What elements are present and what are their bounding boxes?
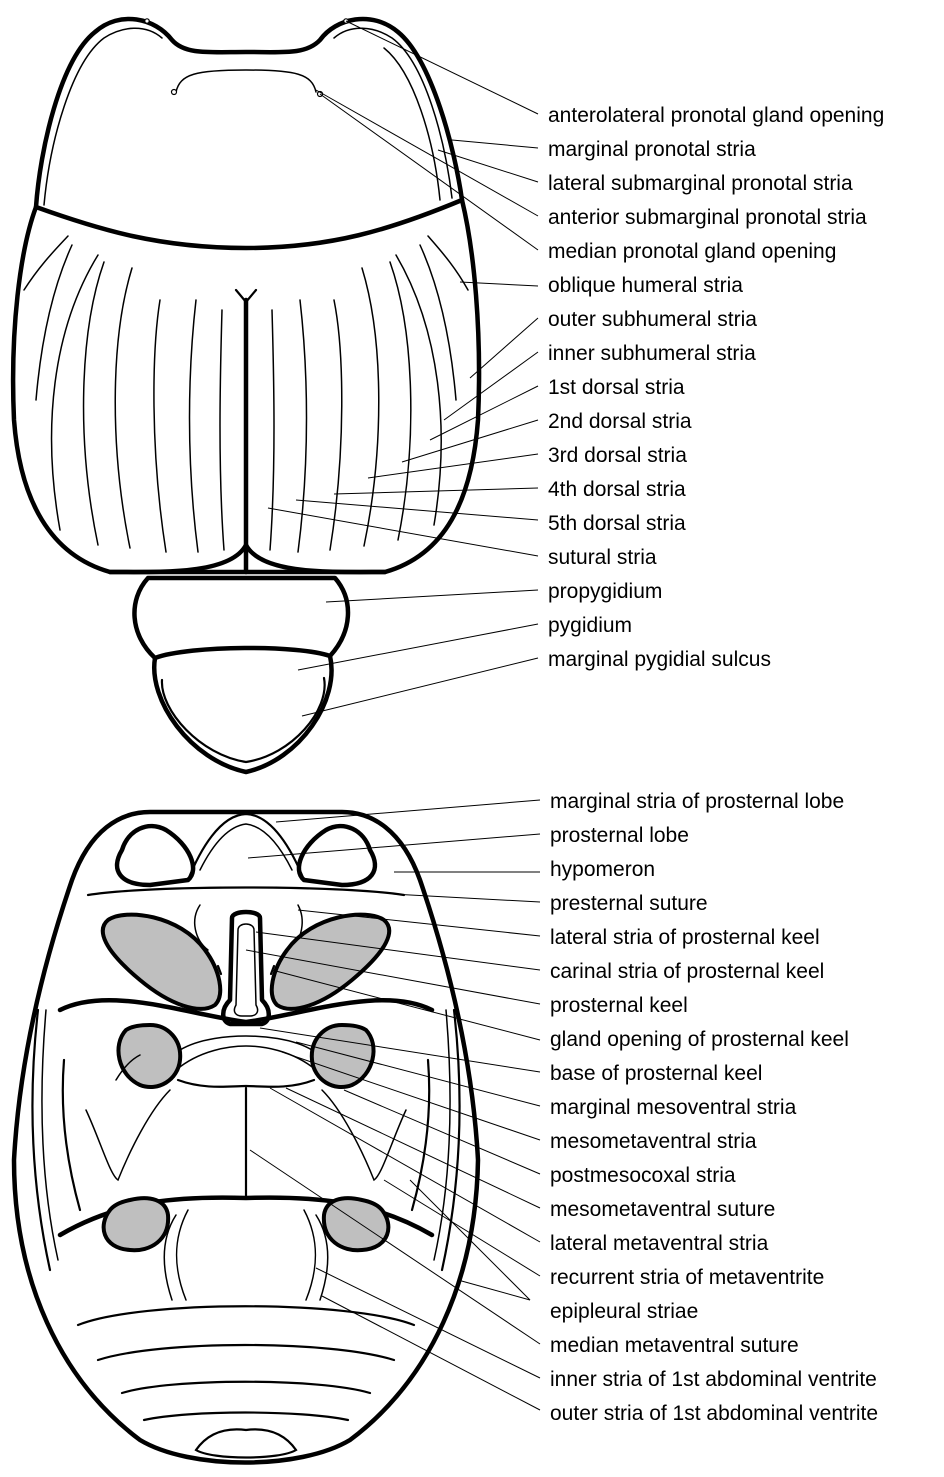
dorsal-label: median pronotal gland opening (548, 240, 836, 263)
ventral-label: lateral stria of prosternal keel (550, 926, 820, 949)
dorsal-label: anterolateral pronotal gland opening (548, 104, 884, 127)
dorsal-label: outer subhumeral stria (548, 308, 757, 331)
ventral-label: presternal suture (550, 892, 708, 915)
dorsal-label: oblique humeral stria (548, 274, 743, 297)
ventral-label: gland opening of prosternal keel (550, 1028, 849, 1051)
ventral-label: mesometaventral stria (550, 1130, 757, 1153)
prosternal-keel (223, 912, 269, 1024)
dorsal-label: 5th dorsal stria (548, 512, 686, 535)
ventral-label: median metaventral suture (550, 1334, 799, 1357)
ventral-label: inner stria of 1st abdominal ventrite (550, 1368, 877, 1391)
dorsal-label: anterior submarginal pronotal stria (548, 206, 867, 229)
dorsal-label: pygidium (548, 614, 632, 637)
left-mesocoxa (118, 1025, 180, 1087)
dorsal-label: 1st dorsal stria (548, 376, 685, 399)
ventral-label: prosternal keel (550, 994, 688, 1017)
ventral-labels: marginal stria of prosternal lobe proster… (550, 790, 878, 1425)
dorsal-label: 3rd dorsal stria (548, 444, 687, 467)
pronotum-outline (36, 19, 462, 248)
ventral-label: epipleural striae (550, 1300, 698, 1323)
ventral-label: recurrent stria of metaventrite (550, 1266, 824, 1289)
ventral-label: mesometaventral suture (550, 1198, 775, 1221)
dorsal-label: lateral submarginal pronotal stria (548, 172, 853, 195)
dorsal-label: 4th dorsal stria (548, 478, 686, 501)
anterolateral-gland-opening-left (145, 19, 149, 23)
dorsal-label: 2nd dorsal stria (548, 410, 692, 433)
dorsal-label: propygidium (548, 580, 662, 603)
ventral-view (14, 812, 478, 1463)
right-mesocoxa (312, 1025, 374, 1087)
ventral-label: postmesocoxal stria (550, 1164, 736, 1187)
ventral-label: marginal mesoventral stria (550, 1096, 797, 1119)
dorsal-view (13, 19, 479, 772)
ventral-label: prosternal lobe (550, 824, 689, 847)
dorsal-label: inner subhumeral stria (548, 342, 756, 365)
ventral-label: base of prosternal keel (550, 1062, 762, 1085)
ventral-label: marginal stria of prosternal lobe (550, 790, 844, 813)
median-pronotal-gland-opening-left (172, 90, 177, 95)
pygidium-outline (154, 648, 331, 772)
dorsal-labels: anterolateral pronotal gland opening marg… (548, 104, 884, 671)
ventral-label: hypomeron (550, 858, 655, 881)
ventral-label: carinal stria of prosternal keel (550, 960, 824, 983)
ventral-label: lateral metaventral stria (550, 1232, 769, 1255)
dorsal-label: marginal pronotal stria (548, 138, 756, 161)
dorsal-label: marginal pygidial sulcus (548, 648, 771, 671)
dorsal-label: sutural stria (548, 546, 657, 569)
left-metacoxa (104, 1198, 169, 1250)
ventral-label: outer stria of 1st abdominal ventrite (550, 1402, 878, 1425)
